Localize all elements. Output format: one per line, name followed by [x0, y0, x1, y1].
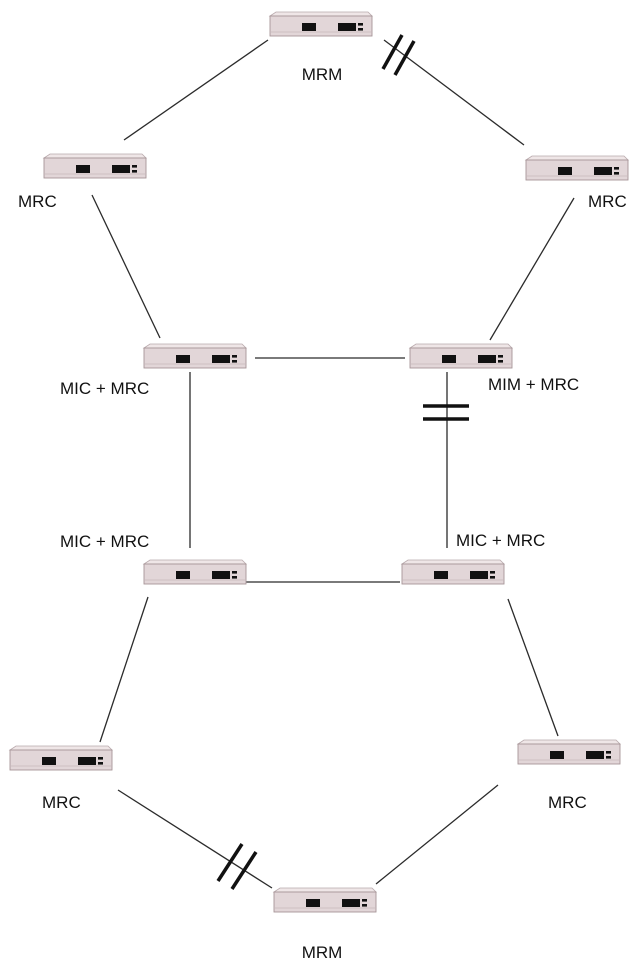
node-label: MRC — [42, 793, 81, 812]
node-mrm-bottom: MRM — [273, 887, 377, 962]
node-label: MRC — [588, 192, 627, 211]
node-mim-mrc-upper-right: MIM + MRC — [409, 343, 579, 394]
node-mrc-bottom-left: MRC — [9, 745, 113, 812]
link-mrc-bottom-left-to-mrm-bottom — [117, 789, 273, 889]
break-marker-right-vertical — [423, 404, 469, 421]
link-mrc-bottom-right-to-mrm-bottom — [375, 784, 499, 885]
links — [91, 39, 575, 889]
link-mrc-left-to-mic-upper — [91, 194, 161, 339]
break-marker-bottom-left — [216, 843, 258, 890]
node-mic-mrc-upper-left: MIC + MRC — [60, 343, 247, 398]
node-label: MIM + MRC — [488, 375, 579, 394]
break-marker-top-right — [381, 34, 416, 76]
switch-icon — [401, 559, 505, 585]
link-mic-lower-left-to-mrc-bottom-left — [99, 596, 149, 743]
link-mrc-right-to-mim-upper — [489, 197, 575, 341]
node-label: MIC + MRC — [60, 532, 149, 551]
link-mrm-top-to-mrc-left — [123, 39, 269, 141]
node-label: MRC — [18, 192, 57, 211]
node-label: MRM — [302, 65, 343, 84]
switch-icon — [409, 343, 513, 369]
switch-icon — [525, 155, 629, 181]
switch-icon — [273, 887, 377, 913]
node-label: MRC — [548, 793, 587, 812]
node-mrm-top: MRM — [269, 11, 373, 84]
node-mrc-top-left: MRC — [18, 153, 147, 211]
node-mic-mrc-lower-left: MIC + MRC — [60, 532, 247, 585]
switch-icon — [517, 739, 621, 765]
link-mrm-top-to-mrc-right — [383, 39, 525, 146]
node-label: MIC + MRC — [60, 379, 149, 398]
switch-icon — [9, 745, 113, 771]
switch-icon — [269, 11, 373, 37]
switch-icon — [43, 153, 147, 179]
node-mrc-bottom-right: MRC — [517, 739, 621, 812]
switch-icon — [143, 559, 247, 585]
node-label: MIC + MRC — [456, 531, 545, 550]
node-mrc-top-right: MRC — [525, 155, 629, 211]
switch-icon — [143, 343, 247, 369]
link-mic-lower-right-to-mrc-bottom-right — [507, 598, 559, 737]
node-label: MRM — [302, 943, 343, 962]
node-mic-mrc-lower-right: MIC + MRC — [401, 531, 545, 585]
